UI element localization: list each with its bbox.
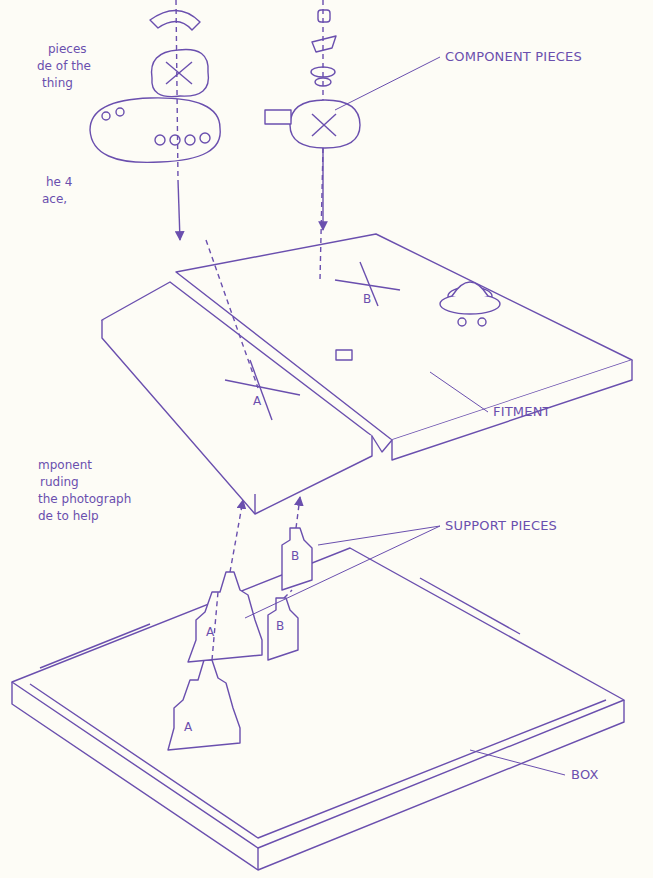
position-letter: A — [253, 394, 261, 408]
component-marks — [166, 62, 336, 136]
assembly-arrow — [296, 497, 300, 528]
assembly-arrow — [178, 180, 180, 240]
note-text: the photograph — [38, 492, 131, 506]
note-text: ace, — [42, 192, 67, 206]
note-text: de of the — [37, 59, 91, 73]
part-name: BOX — [571, 768, 599, 782]
assembly-arrow — [230, 500, 243, 572]
position-marks — [225, 262, 400, 420]
box-tray — [12, 548, 624, 870]
position-letter: B — [363, 292, 371, 306]
assembly-guide-lines — [176, 0, 323, 388]
support-pieces — [168, 528, 312, 750]
leader-lines — [245, 57, 565, 775]
assembly-arrow — [322, 148, 323, 230]
component-pieces — [90, 10, 360, 162]
part-name: COMPONENT PIECES — [445, 50, 582, 64]
part-name: FITMENT — [493, 405, 551, 419]
position-letter: B — [276, 619, 284, 633]
note-text: thing — [42, 76, 73, 90]
note-text: he 4 — [46, 175, 72, 189]
position-letter: A — [206, 625, 214, 639]
position-letter: A — [184, 720, 192, 734]
part-name: SUPPORT PIECES — [445, 519, 557, 533]
assembly-guide-lines — [212, 590, 292, 660]
fitment-panels — [102, 234, 632, 514]
position-letter: B — [291, 549, 299, 563]
note-text: de to help — [38, 509, 99, 523]
note-text: mponent — [38, 458, 92, 472]
note-text: ruding — [40, 475, 79, 489]
note-text: pieces — [48, 42, 87, 56]
